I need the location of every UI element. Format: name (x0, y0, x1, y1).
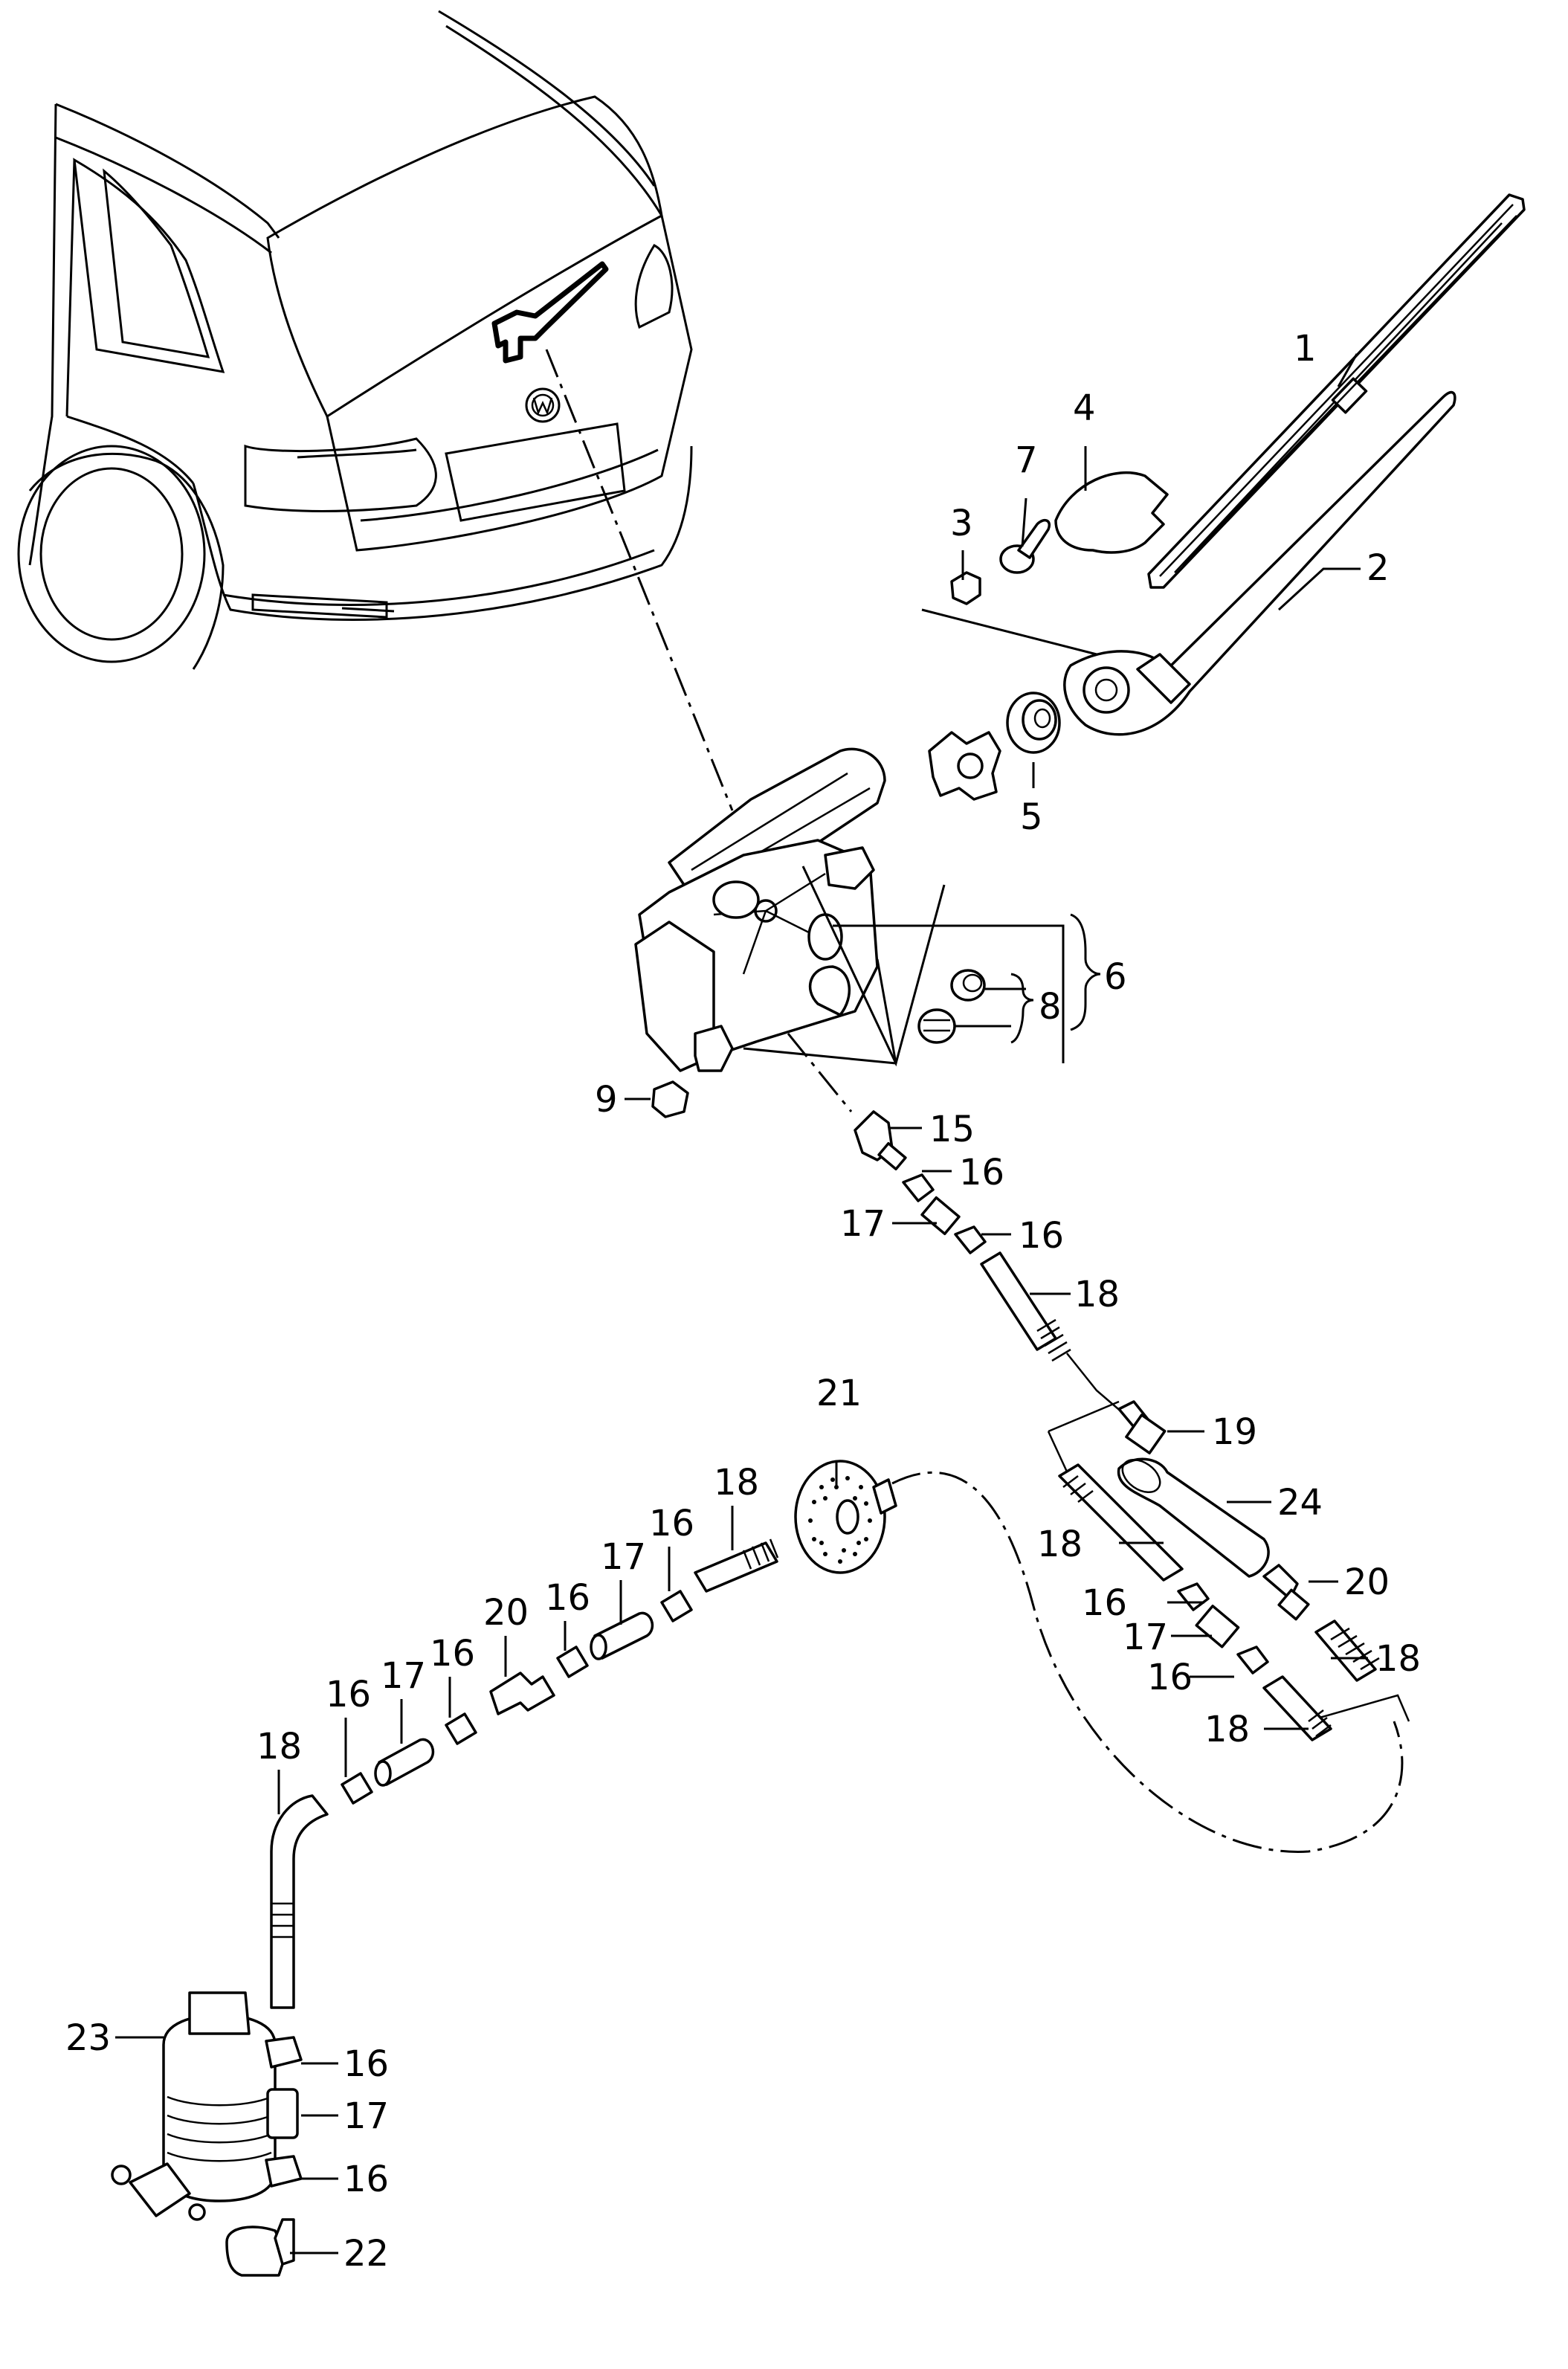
label-18f: 18 (257, 1726, 302, 1767)
clamp-pump-1 (265, 2036, 303, 2069)
clamp-lower-4 (341, 1772, 373, 1805)
assembly-leader-loop (891, 1471, 1404, 1853)
nozzle (854, 1110, 907, 1171)
label-18e: 18 (714, 1462, 759, 1503)
label-16g: 16 (430, 1633, 475, 1675)
label-18d: 18 (1204, 1709, 1250, 1750)
wiper-arm (1063, 390, 1456, 736)
bushing (1006, 692, 1061, 754)
clamp-upper-1 (902, 1173, 935, 1202)
clamp-pump-2 (265, 2155, 303, 2188)
pump-seal (225, 2218, 295, 2277)
label-17e: 17 (343, 2095, 389, 2137)
car-rear-illustration (17, 10, 693, 670)
assembly-leader-car (545, 349, 734, 811)
label-4: 4 (1073, 387, 1096, 429)
clamp-right-1 (1177, 1582, 1210, 1611)
bolt (999, 518, 1051, 574)
connector-right (1195, 1605, 1240, 1648)
callout-labels: 1 2 3 4 5 6 7 8 9 15 16 17 16 18 19 24 1… (65, 328, 1421, 2275)
connector-pump (266, 2088, 299, 2139)
label-18b: 18 (1037, 1524, 1083, 1565)
rubber-grommet (794, 1460, 897, 1574)
label-16a: 16 (959, 1152, 1004, 1193)
label-21: 21 (816, 1373, 862, 1414)
label-16f: 16 (545, 1577, 590, 1619)
label-16i: 16 (343, 2043, 389, 2085)
hose-right-c (1314, 1619, 1380, 1682)
label-16h: 16 (326, 1674, 371, 1715)
connector-upper (920, 1196, 961, 1236)
label-17c: 17 (601, 1536, 646, 1578)
hose-lower-a (694, 1538, 779, 1593)
check-valve-lower (489, 1672, 555, 1715)
label-20b: 20 (483, 1592, 529, 1634)
grommet-lower (917, 1008, 956, 1044)
connector-lower-1 (590, 1611, 654, 1660)
assembly-leader-upper-hose (787, 1033, 853, 1112)
check-valve-right (1262, 1564, 1310, 1621)
clamp-upper-2 (954, 1225, 987, 1254)
leader-lines (115, 353, 1368, 2254)
label-3: 3 (950, 503, 973, 544)
clamp-lower-2 (556, 1646, 589, 1678)
label-18a: 18 (1074, 1274, 1120, 1315)
label-20a: 20 (1344, 1561, 1390, 1603)
clamp-right-2 (1236, 1646, 1269, 1675)
label-19: 19 (1212, 1411, 1257, 1453)
label-16b: 16 (1019, 1215, 1064, 1257)
label-24: 24 (1277, 1482, 1323, 1524)
label-15: 15 (929, 1109, 975, 1150)
label-16e: 16 (649, 1503, 694, 1544)
flange-nut (651, 1080, 689, 1118)
label-17b: 17 (1123, 1617, 1168, 1658)
label-1: 1 (1294, 328, 1317, 370)
label-5: 5 (1020, 796, 1043, 838)
t-connector (1117, 1400, 1167, 1454)
label-6: 6 (1104, 956, 1127, 998)
label-23: 23 (65, 2017, 111, 2059)
nut (950, 571, 981, 605)
label-17d: 17 (381, 1655, 426, 1697)
hose-pump (270, 1794, 329, 2009)
label-7: 7 (1015, 439, 1038, 481)
hose-upper (980, 1251, 1071, 1362)
grommet-upper (950, 969, 986, 1002)
label-8: 8 (1039, 986, 1062, 1028)
hose-right-b (1262, 1675, 1332, 1741)
label-16c: 16 (1082, 1582, 1127, 1624)
hose-right-a (1058, 1463, 1184, 1582)
label-16d: 16 (1147, 1657, 1193, 1698)
connector-lower-2 (374, 1738, 435, 1787)
wiper-motor (634, 747, 886, 1072)
label-16j: 16 (343, 2159, 389, 2200)
leader-hose-to-connector (1066, 1353, 1123, 1414)
cover-cap (1054, 471, 1169, 554)
hose-sleeve (1117, 1457, 1270, 1578)
seal-washer (928, 731, 1001, 801)
label-18c: 18 (1375, 1638, 1421, 1680)
clamp-lower-3 (445, 1712, 477, 1745)
washer-pump (111, 1991, 277, 2221)
label-17a: 17 (840, 1203, 885, 1245)
wiper-blade (1147, 193, 1526, 589)
label-9: 9 (595, 1079, 618, 1121)
label-2: 2 (1367, 547, 1390, 589)
clamp-lower-1 (660, 1590, 693, 1622)
label-22: 22 (343, 2233, 389, 2275)
